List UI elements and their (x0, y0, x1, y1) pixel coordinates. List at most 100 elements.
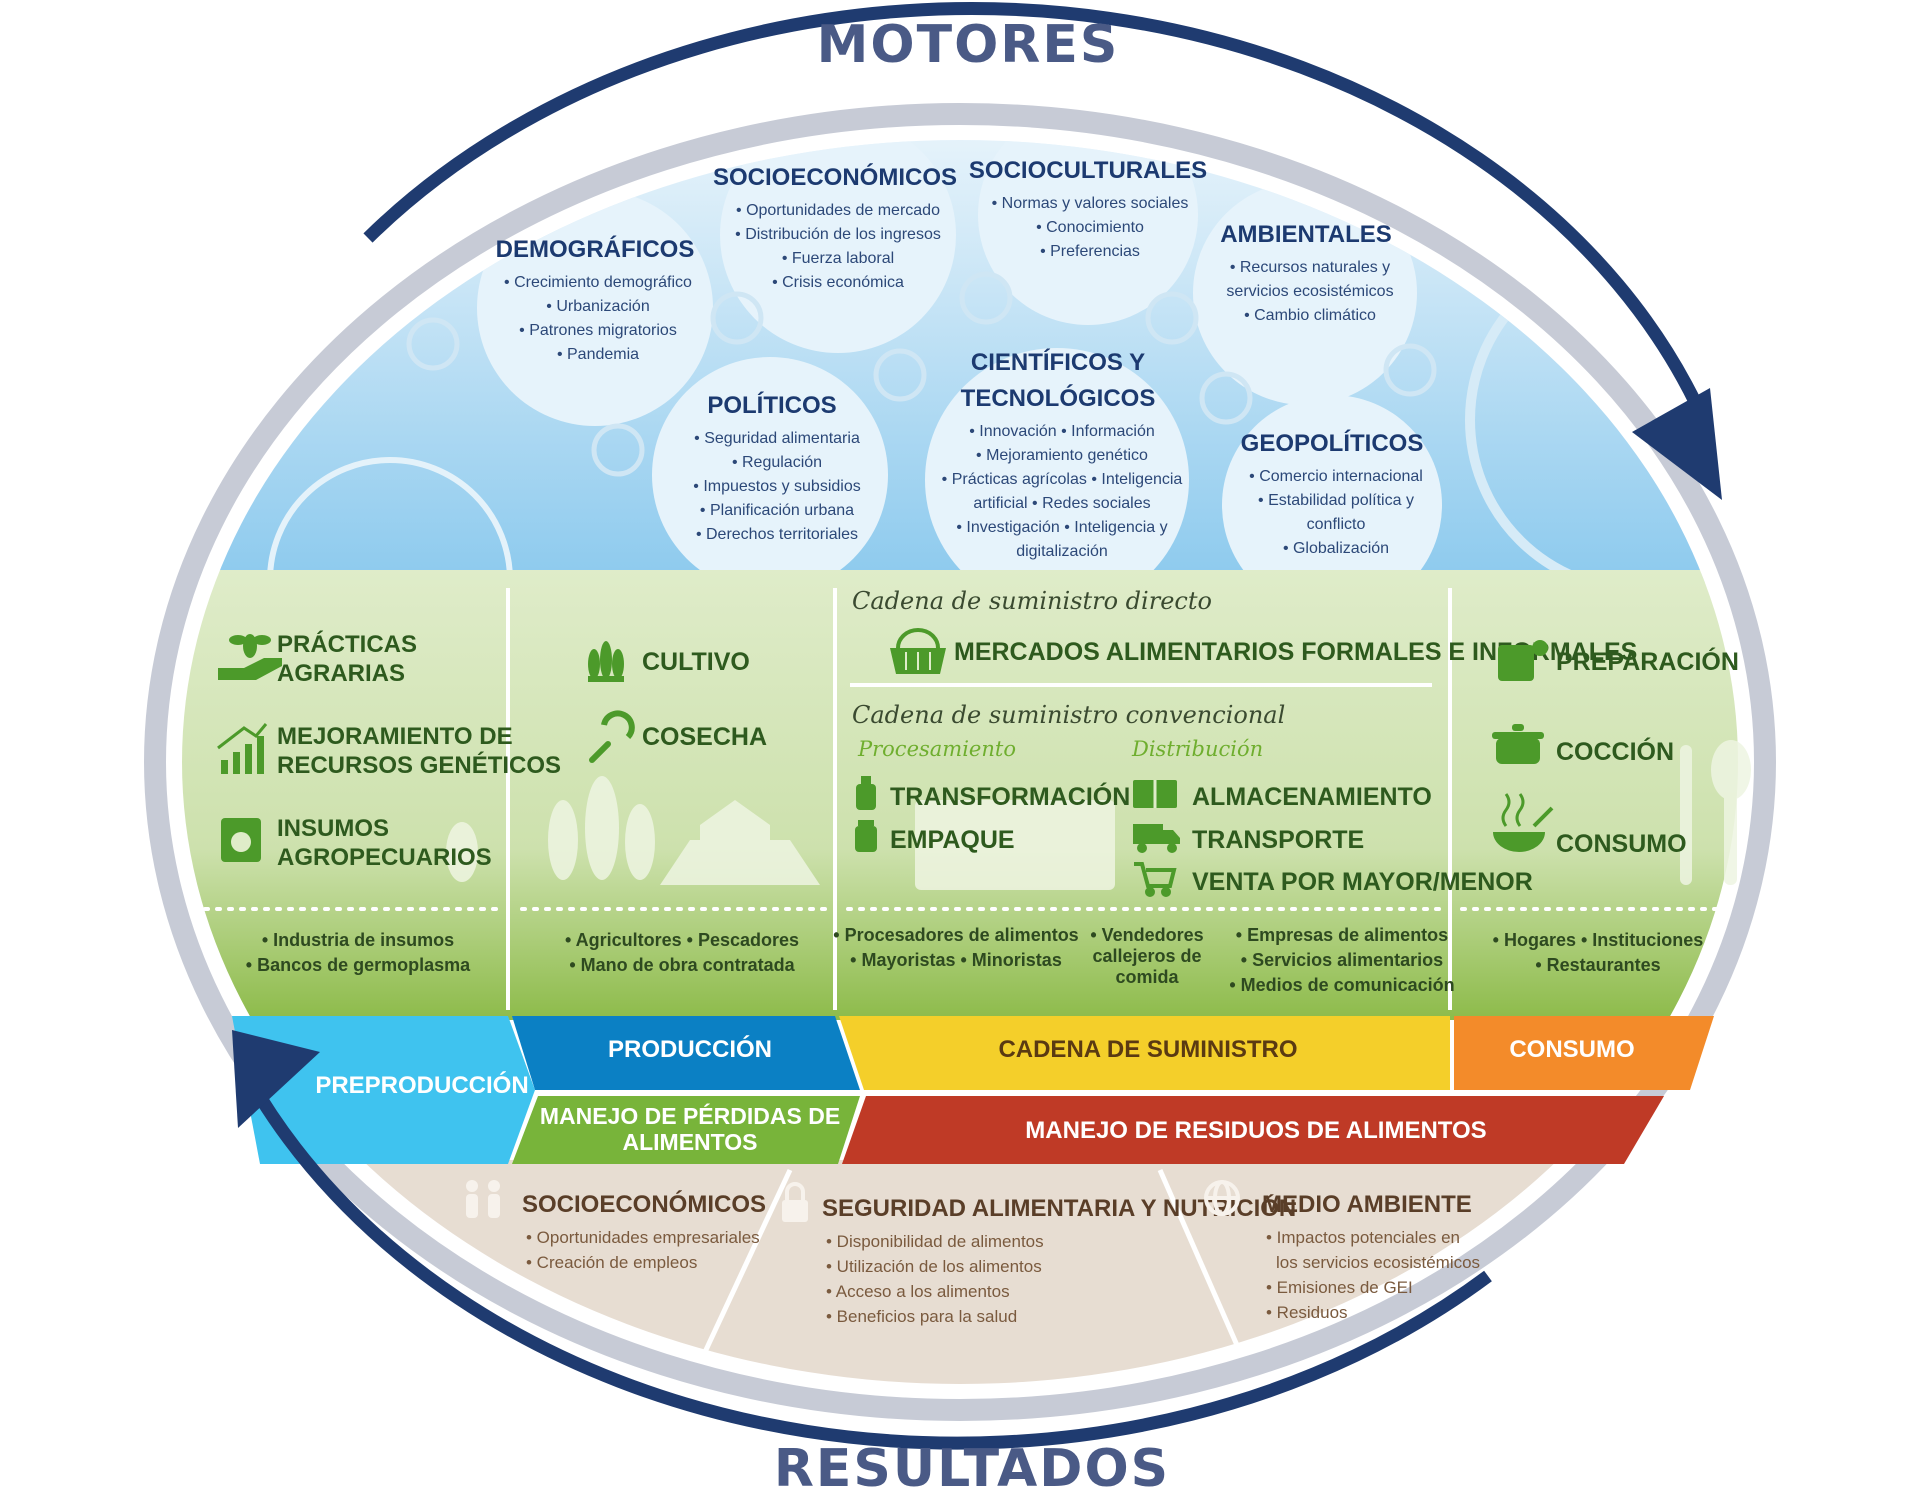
cadena-actors_col2-0-text: • Vendedores (1090, 925, 1203, 945)
consumo-items-0-label-text: PREPARACIÓN (1556, 646, 1739, 676)
column-consumo: PREPARACIÓN COCCIÓN CONSUMO • Hogares • … (1492, 640, 1739, 975)
motores-2-items-0-text: • Normas y valores sociales (992, 195, 1189, 212)
motores-3-items-0-text: • Recursos naturales y (1230, 259, 1390, 276)
motores-5-items-1-text: • Mejoramiento genético (976, 447, 1148, 464)
motores-6-items-0-text: • Comercio internacional (1249, 468, 1423, 485)
title-motores: MOTORES (817, 15, 1120, 75)
cadena-actors_col3-1-text: • Servicios alimentarios (1241, 950, 1443, 970)
motores-0-title-text: DEMOGRÁFICOS (496, 235, 695, 263)
resultados-0-items-1-text: • Creación de empleos (526, 1253, 697, 1272)
resultados-2-items-1-text: los servicios ecosistémicos (1276, 1253, 1480, 1272)
lock-icon (782, 1182, 808, 1222)
basket-icon (890, 628, 946, 674)
motores-4-items-2-text: • Impuestos y subsidios (693, 478, 860, 495)
outer-ring (144, 103, 1776, 1421)
resultados-arrow (244, 1076, 1492, 1450)
motores-0-items-1-text: • Urbanización (546, 298, 649, 315)
resultados-2-items-2-text: • Emisiones de GEI (1266, 1278, 1413, 1297)
title-resultados: RESULTADOS (774, 1439, 1170, 1492)
seed-bag-icon (221, 818, 261, 862)
motores-3-items-2-text: • Cambio climático (1244, 307, 1376, 324)
band-label-consumo: CONSUMO (1509, 1036, 1634, 1063)
growth-chart-icon (217, 723, 268, 774)
motores-6-items-1-text: • Estabilidad política y (1258, 492, 1414, 509)
band-label-produccion: PRODUCCIÓN (608, 1035, 772, 1063)
motores-4-items-4-text: • Derechos territoriales (696, 526, 858, 543)
resultados-2-items-0-text: • Impactos potenciales en (1266, 1228, 1460, 1247)
band-produccion (512, 1016, 860, 1090)
motores-3-title-text: AMBIENTALES (1220, 221, 1392, 248)
resultados-1-items-0-text: • Disponibilidad de alimentos (826, 1232, 1044, 1251)
cadena-distribucion-1-label-text: TRANSPORTE (1192, 826, 1364, 854)
resultados-2-title-text: MEDIO AMBIENTE (1262, 1191, 1472, 1218)
resultados-1-items-3-text: • Beneficios para la salud (826, 1307, 1017, 1326)
motores-6-items-3-text: • Globalización (1283, 540, 1389, 557)
motores-4-items-1-text: • Regulación (732, 454, 822, 471)
cadena-actors_col1-1-text: • Mayoristas • Minoristas (850, 950, 1062, 970)
cadena-distribucion-2-label-text: VENTA POR MAYOR/MENOR (1192, 868, 1533, 896)
band-residuos (842, 1096, 1664, 1164)
band-label-preproduccion: PREPRODUCCIÓN (315, 1071, 528, 1099)
cadena-procesamiento-1-label-text: EMPAQUE (890, 826, 1015, 854)
motores-4-items-3-text: • Planificación urbana (700, 502, 854, 519)
warehouse-icon (1133, 780, 1177, 808)
motores-6-items-2-text: conflicto (1307, 516, 1366, 533)
cadena-procesamiento_label-text: Procesamiento (857, 737, 1016, 761)
motores-4-items-0-text: • Seguridad alimentaria (694, 430, 860, 447)
column-preproduccion: PRÁCTICAS AGRARIAS MEJORAMIENTO DE RECUR… (217, 630, 561, 975)
resultados-1-items-1-text: • Utilización de los alimentos (826, 1257, 1042, 1276)
motores-0-items-0-text: • Crecimiento demográfico (504, 274, 692, 291)
cart-icon (1134, 862, 1177, 897)
consumo-actors-1-text: • Restaurantes (1535, 955, 1660, 975)
band-perdidas (512, 1096, 860, 1164)
band-label-cadena: CADENA DE SUMINISTRO (998, 1036, 1297, 1063)
motores-1-title-text: SOCIOECONÓMICOS (713, 163, 957, 191)
hand-plant-icon (218, 634, 282, 680)
cadena-actors_col2-1-text: callejeros de (1092, 946, 1201, 966)
preproduccion-actors-0-text: • Industria de insumos (262, 930, 454, 950)
cutting-board-icon (1498, 640, 1548, 681)
sickle-icon (589, 710, 635, 763)
gear-blobs (477, 140, 1442, 615)
motores-5-title_lines-0-text: CIENTÍFICOS Y (971, 348, 1145, 376)
bottle-icon (856, 776, 876, 810)
motores-6-title-text: GEOPOLÍTICOS (1241, 429, 1424, 457)
preproduccion-items-0-lines-0-text: PRÁCTICAS (277, 630, 417, 658)
motores-4-title-text: POLÍTICOS (707, 391, 836, 419)
motores-1-items-2-text: • Fuerza laboral (782, 250, 894, 267)
preproduccion-items-2-lines-1-text: AGROPECUARIOS (277, 844, 492, 871)
band-label-residuos: MANEJO DE RESIDUOS DE ALIMENTOS (1025, 1117, 1486, 1144)
column-cadena: Cadena de suministro directo MERCADOS AL… (833, 587, 1637, 995)
resultado-socioeconomicos: SOCIOECONÓMICOS • Oportunidades empresar… (466, 1180, 766, 1272)
preproduccion-items-2-lines-0-text: INSUMOS (277, 815, 389, 842)
bowl-icon (1493, 793, 1554, 852)
resultados-0-title-text: SOCIOECONÓMICOS (522, 1190, 766, 1218)
motores-2-items-2-text: • Preferencias (1040, 243, 1140, 260)
motores-1-items-3-text: • Crisis económica (772, 274, 904, 291)
motores-0-items-2-text: • Patrones migratorios (519, 322, 677, 339)
resultado-medio-ambiente: MEDIO AMBIENTE • Impactos potenciales en… (1204, 1180, 1480, 1322)
cadena-actors_col3-2-text: • Medios de comunicación (1229, 975, 1454, 995)
motor-demograficos: DEMOGRÁFICOS • Crecimiento demográfico •… (496, 235, 695, 363)
motores-5-items-0-text: • Innovación • Información (969, 423, 1155, 440)
band-consumo (1454, 1016, 1714, 1090)
consumo-actors-0-text: • Hogares • Instituciones (1493, 930, 1704, 950)
preproduccion-items-1-lines-0-text: MEJORAMIENTO DE (277, 723, 513, 750)
motor-socioeconomicos: SOCIOECONÓMICOS • Oportunidades de merca… (713, 163, 957, 291)
preproduccion-items-1-lines-1-text: RECURSOS GENÉTICOS (277, 751, 561, 779)
produccion-actors-1-text: • Mano de obra contratada (569, 955, 795, 975)
band-label-perdidas: MANEJO DE PÉRDIDAS DE (540, 1102, 840, 1129)
produccion-items-0-label-text: CULTIVO (642, 648, 750, 676)
preproduccion-actors-1-text: • Bancos de germoplasma (246, 955, 471, 975)
decorative-silhouettes (446, 740, 1751, 890)
motor-politicos: POLÍTICOS • Seguridad alimentaria • Regu… (693, 391, 860, 543)
band-cadena (839, 1016, 1450, 1090)
band-label-perdidas-2: ALIMENTOS (622, 1129, 757, 1155)
resultados-2-items-3-text: • Residuos (1266, 1303, 1348, 1322)
produccion-items-1-label-text: COSECHA (642, 723, 767, 751)
resultados-1-items-2-text: • Acceso a los alimentos (826, 1282, 1010, 1301)
motores-0-items-3-text: • Pandemia (557, 346, 639, 363)
cadena-distribucion_label-text: Distribución (1131, 737, 1263, 761)
cadena-direct_title-text: Cadena de suministro directo (852, 587, 1212, 615)
